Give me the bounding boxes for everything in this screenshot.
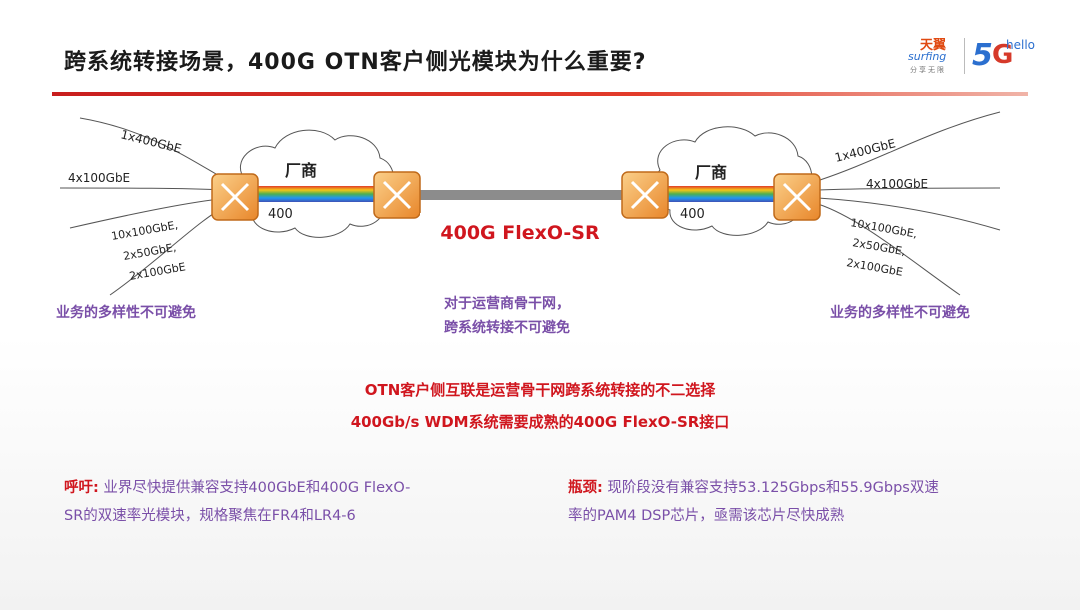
right-input-4: 2x50GbE,: [851, 236, 906, 258]
right-input-5: 2x100GbE: [845, 256, 903, 279]
bottleneck-key: 瓶颈:: [568, 480, 603, 496]
bottleneck-text-1: 现阶段没有兼容支持53.125Gbps和55.9Gbps双速: [607, 480, 939, 496]
right-diversity-note: 业务的多样性不可避免: [830, 305, 970, 321]
logo-brand-cn: 天翼: [920, 38, 947, 53]
brand-logo: 天翼 surfing 分享无限 5 G hello: [900, 34, 1040, 84]
router-right-outer: [773, 173, 821, 221]
logo-g: G: [992, 40, 1014, 70]
logo-5: 5: [972, 38, 993, 73]
appeal-text-1: 业界尽快提供兼容支持400GbE和400G FlexO-: [103, 480, 411, 496]
bottleneck-text-2: 率的PAM4 DSP芯片，亟需该芯片尽快成熟: [568, 508, 845, 524]
right-fibers: [817, 111, 1001, 296]
center-note-line2: 跨系统转接不可避免: [444, 320, 570, 336]
left-input-5: 2x100GbE: [128, 260, 186, 283]
left-wdm-bundle: [258, 186, 378, 202]
left-input-2: 4x100GbE: [68, 171, 130, 185]
flexo-link-label: 400G FlexO-SR: [440, 222, 600, 244]
flexo-label-box: [420, 213, 620, 261]
right-wdm-bundle: [666, 186, 776, 202]
title-divider: [52, 92, 1028, 96]
logo-brand-en: surfing: [908, 50, 947, 63]
conclusion: OTN客户侧互联是运营骨干网跨系统转接的不二选择 400Gb/s WDM系统需要…: [0, 374, 1080, 438]
left-cloud: [234, 129, 395, 238]
center-note: 对于运营商骨干网， 跨系统转接不可避免: [444, 292, 570, 340]
left-input-1: 1x400GbE: [119, 127, 183, 156]
flexo-link-line: [420, 190, 632, 200]
left-rate-label: 400: [268, 207, 293, 222]
left-input-3: 10x100GbE,: [110, 218, 179, 243]
appeal-text-2: SR的双速率光模块，规格聚焦在FR4和LR4-6: [64, 508, 356, 524]
bottleneck-block: 瓶颈: 现阶段没有兼容支持53.125Gbps和55.9Gbps双速 率的PAM…: [568, 474, 1038, 530]
left-vendor-label: 厂商: [285, 161, 317, 180]
logo-divider: [964, 38, 965, 74]
logo-tagline: 分享无限: [910, 66, 946, 74]
right-vendor-label: 厂商: [695, 163, 727, 182]
router-left-inner: [373, 171, 421, 219]
router-right-inner: [621, 171, 669, 219]
left-input-4: 2x50GbE,: [122, 241, 177, 263]
center-note-line1: 对于运营商骨干网，: [444, 296, 570, 312]
right-input-2: 4x100GbE: [866, 177, 928, 191]
right-rate-label: 400: [680, 207, 705, 222]
conclusion-line2: 400Gb/s WDM系统需要成熟的400G FlexO-SR接口: [350, 413, 730, 431]
appeal-key: 呼吁:: [64, 480, 99, 496]
page-title: 跨系统转接场景，400G OTN客户侧光模块为什么重要?: [64, 50, 647, 75]
appeal-block: 呼吁: 业界尽快提供兼容支持400GbE和400G FlexO- SR的双速率光…: [64, 474, 504, 530]
router-left-outer: [211, 173, 259, 221]
right-input-1: 1x400GbE: [833, 136, 897, 165]
network-diagram: 厂商 400 厂商 400 1x400GbE 4x100GbE 10x100Gb…: [59, 111, 1001, 296]
logo-hello: hello: [1006, 38, 1035, 52]
left-diversity-note: 业务的多样性不可避免: [56, 305, 196, 321]
conclusion-line1: OTN客户侧互联是运营骨干网跨系统转接的不二选择: [364, 381, 716, 399]
